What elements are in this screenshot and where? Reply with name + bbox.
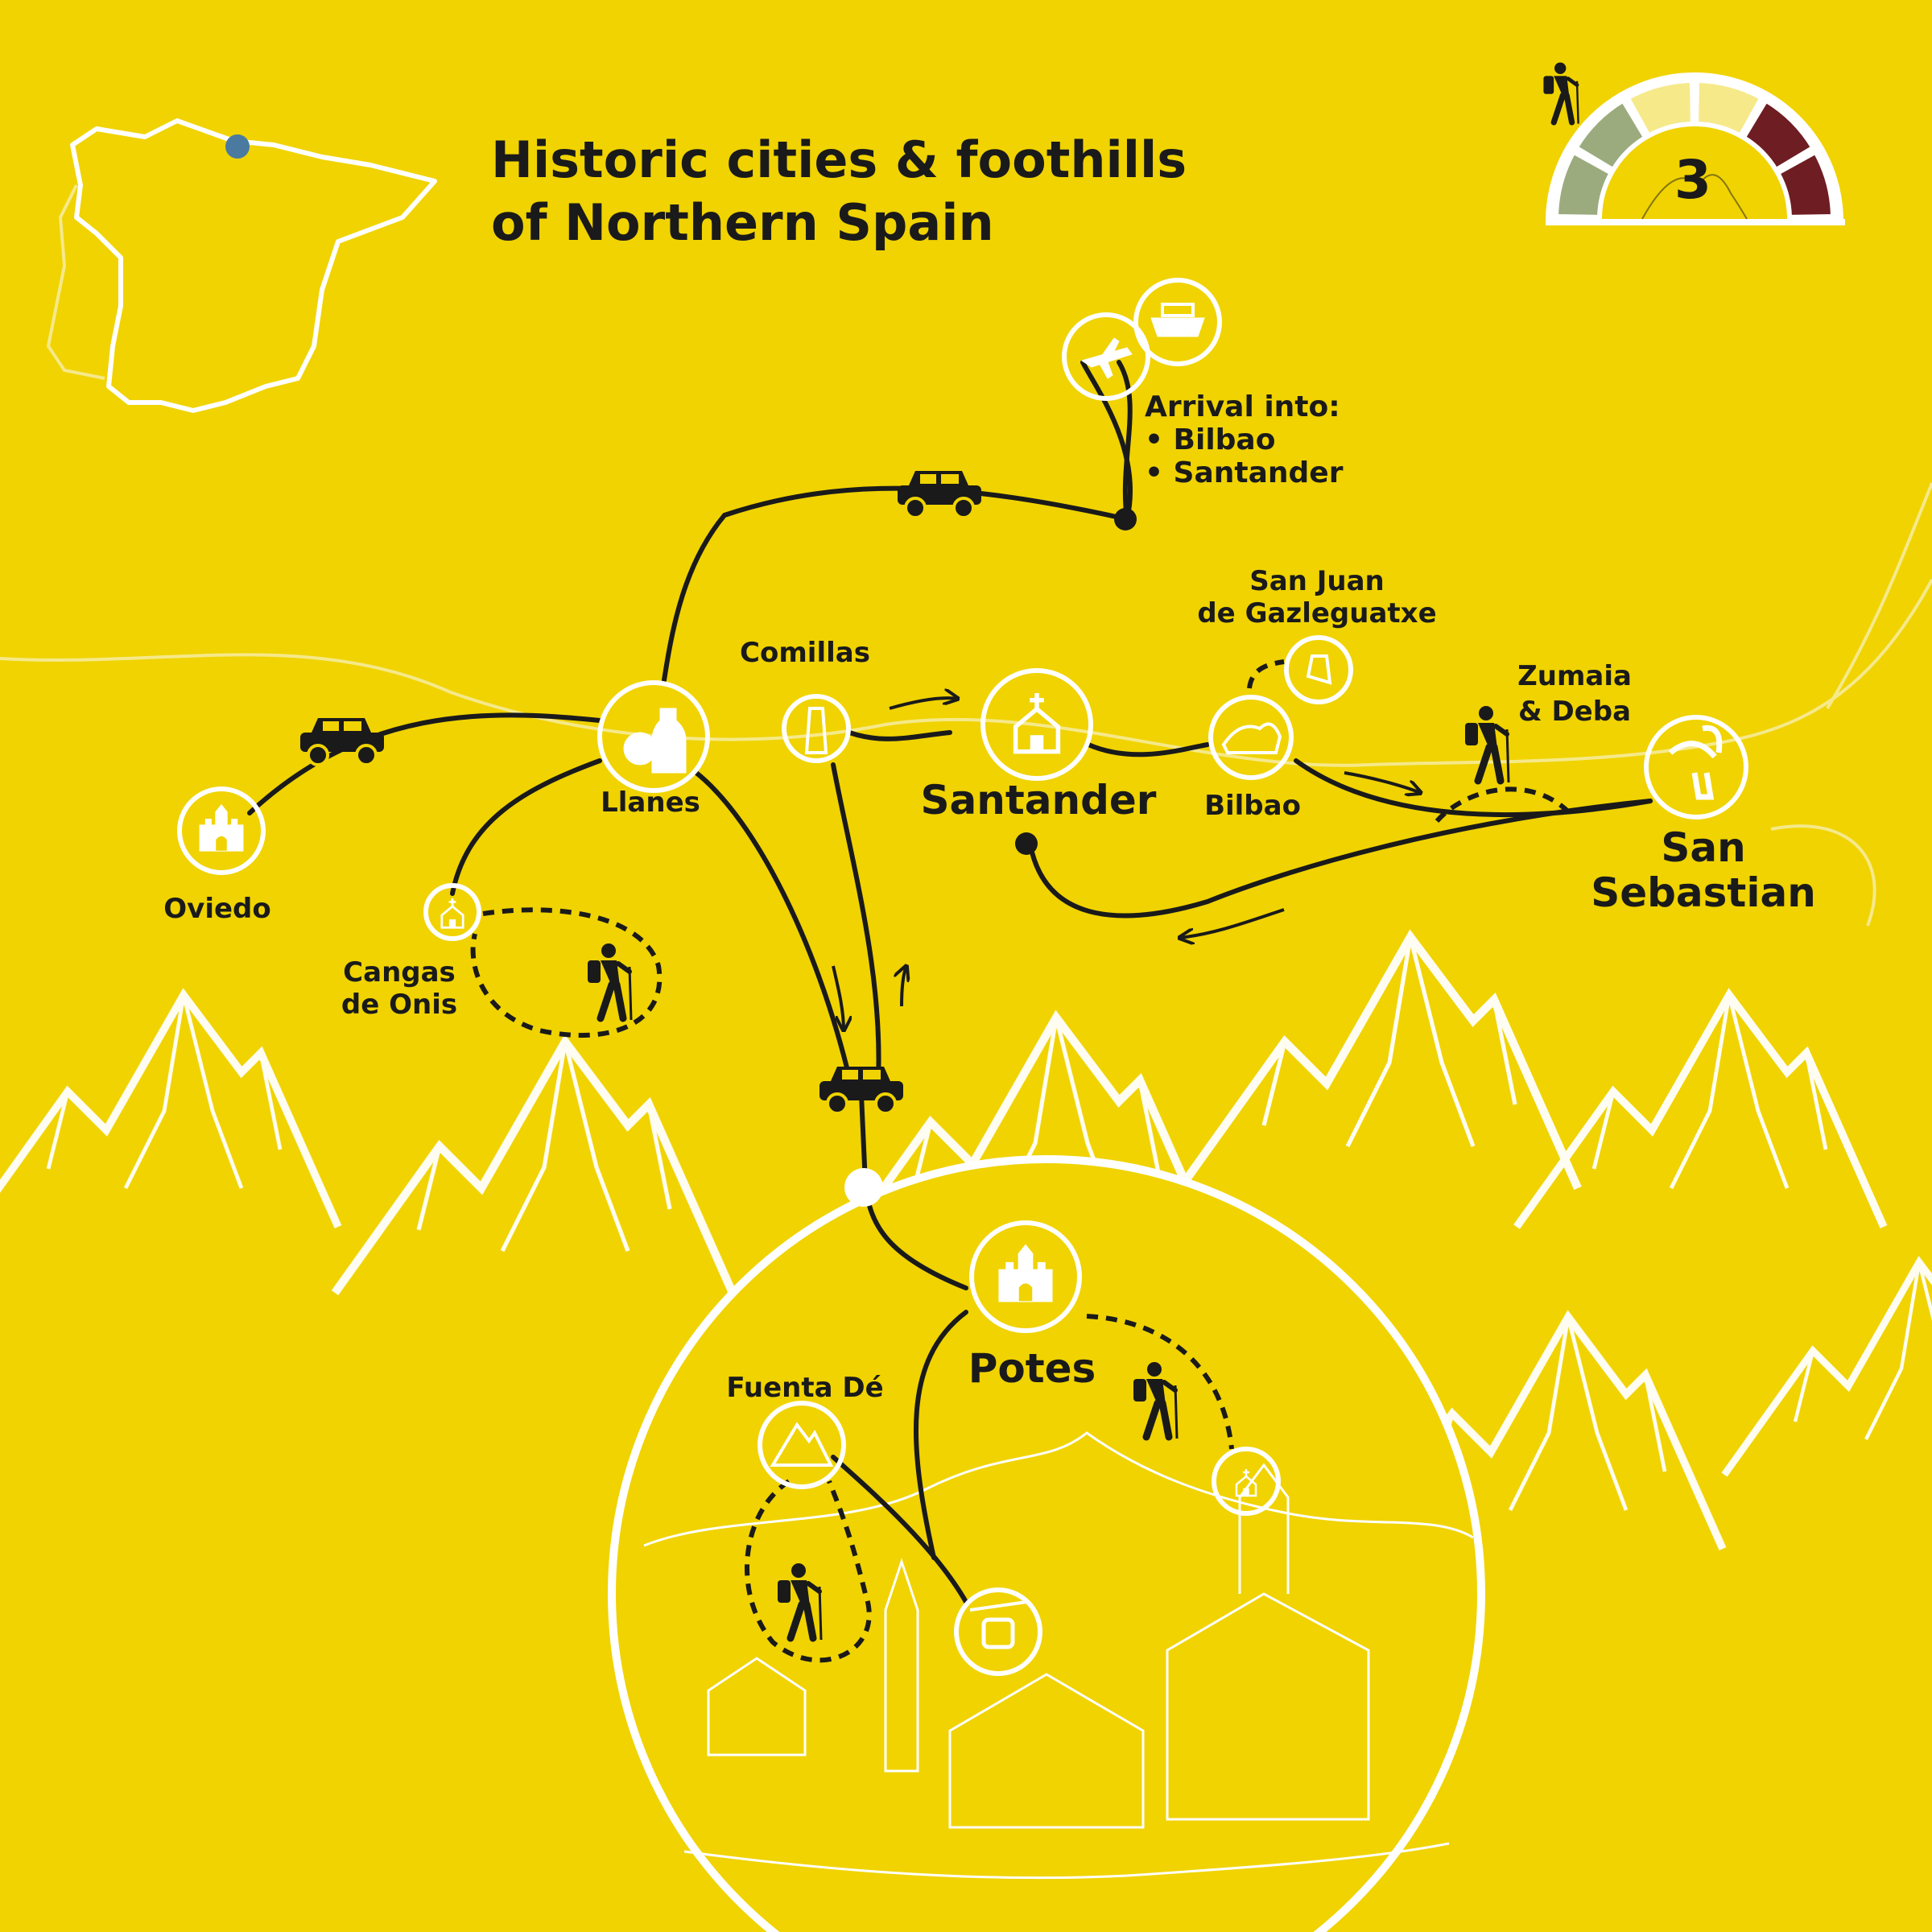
spain-inset-map	[46, 118, 437, 413]
arrival-info: Arrival into: • Bilbao • Santander	[1145, 390, 1343, 489]
gauge-segment	[1553, 148, 1615, 220]
chapel-icon	[1212, 1447, 1281, 1516]
label-zumaia-deba: Zumaia & Deba	[1517, 660, 1632, 728]
label-santander: Santander	[920, 777, 1157, 824]
castle-icon	[177, 786, 266, 875]
label-bilbao: Bilbao	[1204, 790, 1301, 822]
label-san-juan: San Juan de Gazleguatxe	[1197, 565, 1437, 630]
label-llanes: Llanes	[601, 786, 700, 819]
arrival-item-bilbao: • Bilbao	[1145, 423, 1276, 456]
potes-detail-circle	[608, 1155, 1485, 1932]
page-title: Historic cities & foothills of Northern …	[491, 129, 1187, 254]
mountain-icon	[758, 1401, 846, 1489]
difficulty-level: 3	[1674, 149, 1711, 211]
hiker-icon	[1543, 63, 1578, 124]
gauge-segment	[1572, 97, 1649, 174]
car-icon	[896, 469, 983, 519]
church-icon	[423, 883, 481, 941]
hiker-icon	[588, 943, 631, 1020]
label-potes: Potes	[968, 1345, 1096, 1392]
title-line-1: Historic cities & foothills	[491, 130, 1187, 189]
arrival-point	[1114, 508, 1137, 530]
ferry-icon	[1133, 278, 1222, 366]
gauge-segment	[1694, 77, 1765, 139]
location-dot	[225, 134, 250, 159]
label-san-sebastian: San Sebastian	[1591, 824, 1816, 916]
potes-town-sketch	[643, 1431, 1474, 1880]
label-oviedo: Oviedo	[163, 893, 271, 925]
cable-car-icon	[954, 1587, 1042, 1676]
coastline	[0, 579, 1932, 767]
title-line-2: of Northern Spain	[491, 193, 994, 252]
label-comillas: Comillas	[740, 637, 870, 669]
church-icon	[980, 668, 1093, 781]
end-point	[1015, 832, 1038, 855]
castle-icon	[969, 1220, 1082, 1333]
plane-icon	[1062, 312, 1150, 401]
hermitage-icon	[1284, 635, 1353, 704]
arrival-item-santander: • Santander	[1145, 456, 1344, 489]
difficulty-gauge	[1543, 63, 1845, 225]
hiker-icon	[1465, 706, 1509, 782]
lighthouse-icon	[782, 694, 851, 763]
direction-arrows	[832, 698, 1421, 1030]
gauge-segment	[1774, 148, 1836, 220]
cider-icon	[597, 680, 710, 793]
gauge-segment	[1740, 97, 1817, 174]
walking-routes	[470, 659, 1572, 1663]
guggenheim-icon	[1208, 695, 1294, 780]
sculpture-icon	[1644, 715, 1748, 819]
car-icon	[299, 716, 386, 766]
potes-junction	[844, 1168, 883, 1207]
arrival-heading: Arrival into:	[1145, 390, 1340, 423]
label-fuenta-de: Fuenta Dé	[726, 1372, 884, 1404]
label-cangas-de-onis: Cangas de Onis	[341, 956, 458, 1021]
gauge-segment	[1624, 77, 1695, 139]
